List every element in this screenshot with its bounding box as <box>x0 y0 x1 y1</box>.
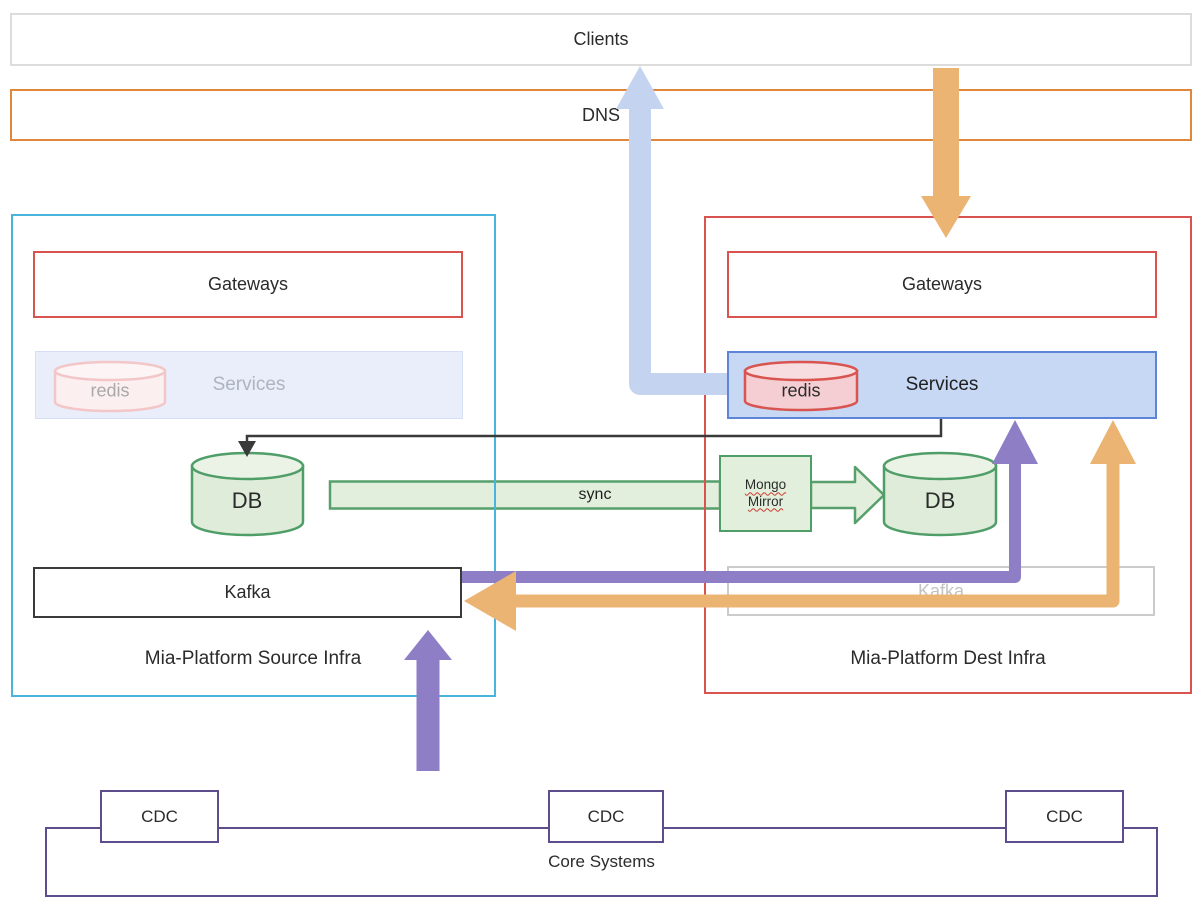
source-gateways-box: Gateways <box>33 251 463 318</box>
dest-redis-label: redis <box>781 380 821 401</box>
orange-left-arrowhead <box>464 571 516 631</box>
source-kafka-label: Kafka <box>224 582 271 602</box>
source-redis-cylinder-icon <box>53 360 167 413</box>
dest-db-cylinder-icon <box>882 451 998 537</box>
purple-up-arrowhead <box>992 420 1038 464</box>
cdc-box-2: CDC <box>548 790 664 843</box>
cdc-label-1: CDC <box>141 806 178 826</box>
cdc-box-3: CDC <box>1005 790 1124 843</box>
source-redis-label: redis <box>90 380 130 401</box>
dest-db-label: DB <box>924 488 956 513</box>
client-request-arrowhead <box>921 196 971 238</box>
cdc-box-1: CDC <box>100 790 219 843</box>
dest-infra-label: Mia-Platform Dest Infra <box>850 648 1046 669</box>
cdc-arrowhead <box>404 630 452 660</box>
sync-label: sync <box>578 486 612 503</box>
mongo-mirror-label-line1: Mongo <box>744 477 787 493</box>
db-sync-arrow-shapes <box>328 465 886 525</box>
dest-gateways-label: Gateways <box>901 274 983 294</box>
source-gateways-label: Gateways <box>207 274 289 294</box>
source-services-label: Services <box>212 374 286 395</box>
source-db-label: DB <box>231 488 263 513</box>
db-sync-arrowhead <box>809 465 886 525</box>
connector-arrowhead <box>238 441 256 457</box>
dest-services-label: Services <box>905 374 979 395</box>
client-response-arrow <box>616 66 727 395</box>
cdc-to-source-kafka-arrow <box>404 630 452 771</box>
dest-redis-cylinder-icon <box>743 360 859 412</box>
cdc-label-2: CDC <box>587 806 625 826</box>
source-kafka-to-dest-services-arrow <box>462 420 1038 583</box>
dest-services-to-source-db-connector <box>238 419 943 457</box>
source-infra-label: Mia-Platform Source Infra <box>144 648 362 669</box>
source-kafka-box: Kafka <box>33 567 462 618</box>
source-infra-box <box>11 214 496 697</box>
dest-services-to-source-kafka-arrow <box>464 420 1136 631</box>
dns-box: DNS <box>10 89 1192 141</box>
client-response-arrowhead <box>616 66 664 109</box>
orange-up-arrowhead <box>1090 420 1136 464</box>
source-db-cylinder-icon <box>190 451 305 537</box>
client-request-arrow <box>921 68 971 238</box>
core-systems-label: Core Systems <box>548 852 655 871</box>
dns-label: DNS <box>581 104 620 125</box>
mongo-mirror-box: Mongo Mirror <box>719 455 812 532</box>
dest-gateways-box: Gateways <box>727 251 1157 318</box>
cdc-label-3: CDC <box>1046 806 1083 826</box>
db-sync-arrow-shaft <box>328 480 722 510</box>
clients-box: Clients <box>10 13 1192 66</box>
clients-label: Clients <box>573 29 629 49</box>
mongo-mirror-label-line2: Mirror <box>747 493 784 509</box>
